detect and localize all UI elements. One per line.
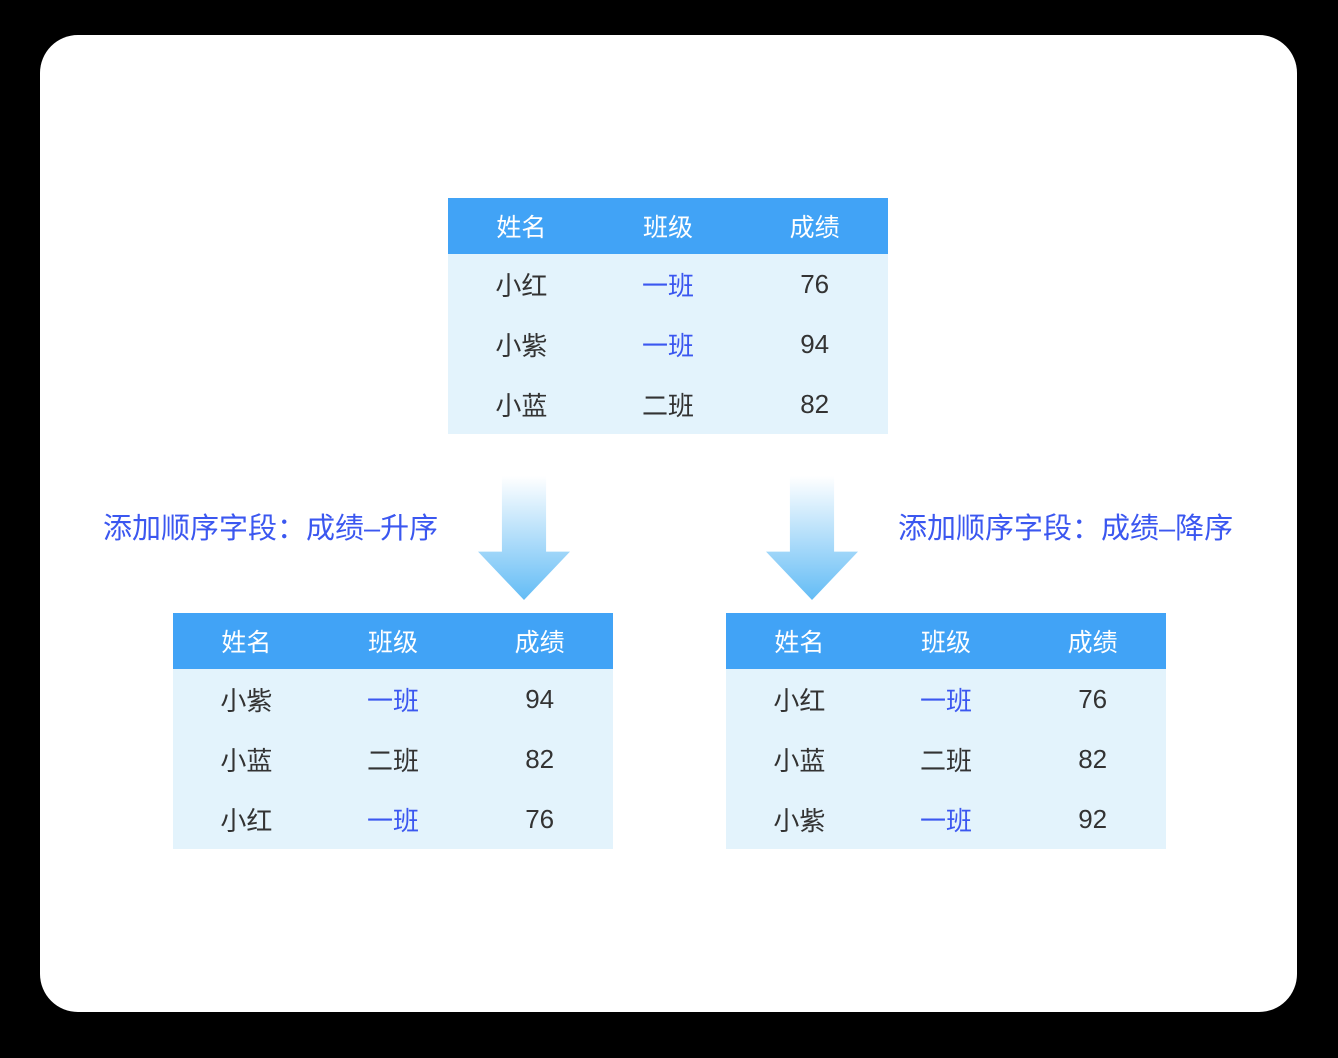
arrow-down-descending-icon (766, 476, 858, 600)
cell-score: 76 (1078, 683, 1108, 714)
table-row: 小紫 一班 94 (448, 314, 888, 374)
table-original: 姓名 班级 成绩 小红 一班 76 小紫 一班 94 小蓝 二班 82 (448, 198, 888, 434)
cell-score: 76 (525, 803, 555, 834)
column-header-class: 班级 (921, 629, 972, 657)
cell-class: 二班 (367, 745, 420, 776)
column-header-name: 姓名 (221, 629, 272, 657)
cell-class: 一班 (367, 805, 420, 836)
table-row: 小蓝 二班 82 (448, 374, 888, 434)
cell-name: 小蓝 (773, 745, 826, 776)
table-body: 小红 一班 76 小紫 一班 94 小蓝 二班 82 (448, 254, 888, 434)
table-row: 小紫 一班 92 (726, 789, 1166, 849)
sort-descending-label: 添加顺序字段：成绩–降序 (898, 513, 1234, 545)
cell-score: 92 (1078, 803, 1108, 834)
cell-score: 82 (1078, 743, 1108, 774)
column-header-class: 班级 (643, 214, 694, 242)
cell-class: 一班 (642, 330, 695, 361)
column-header-score: 成绩 (1067, 629, 1118, 657)
column-header-class: 班级 (368, 629, 419, 657)
table-row: 小紫 一班 94 (173, 669, 613, 729)
cell-score: 94 (800, 328, 830, 359)
column-header-name: 姓名 (496, 214, 547, 242)
table-row: 小红 一班 76 (448, 254, 888, 314)
cell-name: 小紫 (220, 685, 273, 716)
table-body: 小紫 一班 94 小蓝 二班 82 小红 一班 76 (173, 669, 613, 849)
cell-class: 一班 (920, 805, 973, 836)
diagram-card: 姓名 班级 成绩 小红 一班 76 小紫 一班 94 小蓝 二班 82 添加顺序… (40, 35, 1297, 1012)
table-row: 小蓝 二班 82 (726, 729, 1166, 789)
table-row: 小红 一班 76 (726, 669, 1166, 729)
table-sorted-ascending: 姓名 班级 成绩 小紫 一班 94 小蓝 二班 82 小红 一班 76 (173, 613, 613, 849)
cell-score: 76 (800, 268, 830, 299)
cell-name: 小红 (773, 685, 826, 716)
cell-name: 小蓝 (220, 745, 273, 776)
table-header-row: 姓名 班级 成绩 (448, 198, 888, 254)
table-header-row: 姓名 班级 成绩 (726, 613, 1166, 669)
cell-class: 二班 (920, 745, 973, 776)
column-header-name: 姓名 (774, 629, 825, 657)
sort-ascending-label: 添加顺序字段：成绩–升序 (103, 513, 439, 545)
cell-class: 一班 (367, 685, 420, 716)
table-row: 小蓝 二班 82 (173, 729, 613, 789)
cell-class: 二班 (642, 390, 695, 421)
cell-name: 小紫 (773, 805, 826, 836)
cell-class: 一班 (642, 270, 695, 301)
table-sorted-descending: 姓名 班级 成绩 小红 一班 76 小蓝 二班 82 小紫 一班 92 (726, 613, 1166, 849)
table-header-row: 姓名 班级 成绩 (173, 613, 613, 669)
table-body: 小红 一班 76 小蓝 二班 82 小紫 一班 92 (726, 669, 1166, 849)
cell-score: 82 (525, 743, 555, 774)
column-header-score: 成绩 (514, 629, 565, 657)
cell-score: 94 (525, 683, 555, 714)
cell-score: 82 (800, 388, 830, 419)
arrow-down-ascending-icon (478, 476, 570, 600)
column-header-score: 成绩 (789, 214, 840, 242)
cell-name: 小红 (220, 805, 273, 836)
cell-class: 一班 (920, 685, 973, 716)
cell-name: 小紫 (495, 330, 548, 361)
cell-name: 小红 (495, 270, 548, 301)
table-row: 小红 一班 76 (173, 789, 613, 849)
cell-name: 小蓝 (495, 390, 548, 421)
